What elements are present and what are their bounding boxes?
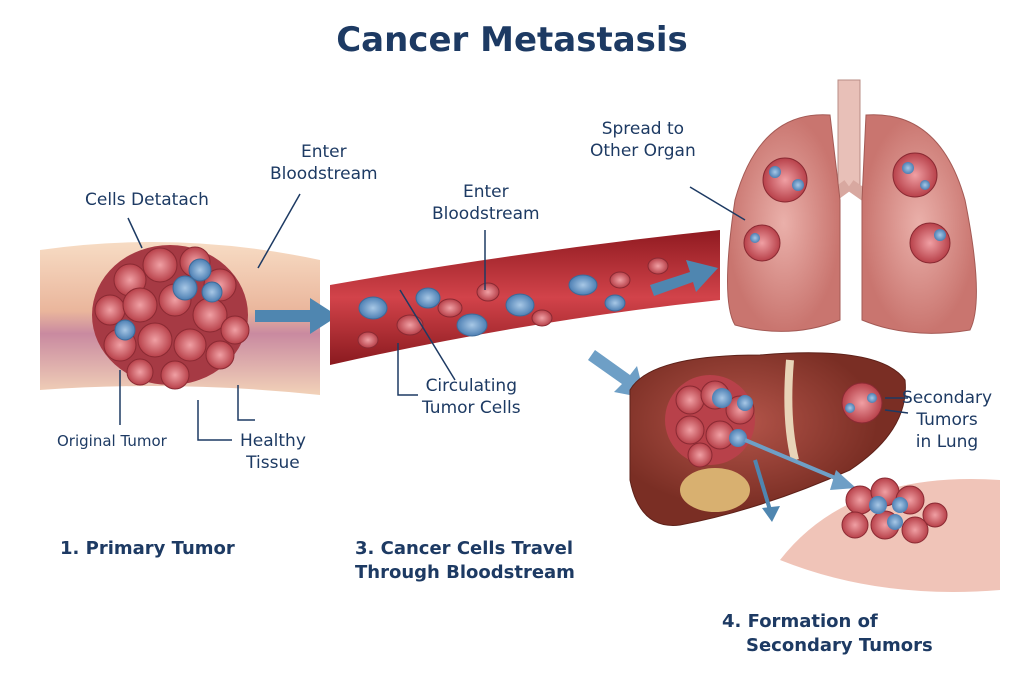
label-healthy-tissue: Healthy Tissue <box>240 430 306 474</box>
label-line: Tissue <box>246 453 300 473</box>
label-line: Tumors <box>916 410 978 430</box>
arrow-to-lungs <box>650 260 718 296</box>
label-line: Enter <box>462 182 509 202</box>
step-1-primary-tumor: 1. Primary Tumor <box>60 538 235 559</box>
step-line: 4. Formation of <box>722 611 878 632</box>
liver <box>629 352 906 526</box>
label-line: Healthy <box>240 431 306 451</box>
step-4-formation: 4. Formation of Secondary Tumors <box>722 610 933 658</box>
label-secondary-tumors-in-lung: Secondary Tumors in Lung <box>902 387 992 453</box>
label-enter-bloodstream-2: Enter Bloodstream <box>432 181 540 225</box>
step-line: 3. Cancer Cells Travel <box>355 538 573 559</box>
label-line: in Lung <box>915 432 979 452</box>
label-line: Secondary <box>902 388 993 408</box>
label-line: Tumor Cells <box>422 398 521 418</box>
secondary-tumor <box>841 477 948 544</box>
label-spread-to-other-organ: Spread to Other Organ <box>590 118 696 162</box>
step-line: Through Bloodstream <box>355 562 575 583</box>
leader-lines <box>119 186 909 441</box>
primary-tumor <box>92 245 250 390</box>
page-title: Cancer Metastasis <box>336 20 688 60</box>
label-line: Enter <box>300 142 347 162</box>
lungs <box>727 79 977 334</box>
label-line: Other Organ <box>590 141 696 161</box>
arrow-to-vessel <box>255 298 338 334</box>
label-line: Bloodstream <box>432 204 540 224</box>
label-original-tumor: Original Tumor <box>57 432 167 450</box>
step-line: Secondary Tumors <box>746 635 933 656</box>
label-circulating-tumor-cells: Circulating Tumor Cells <box>422 375 521 419</box>
label-enter-bloodstream-1: Enter Bloodstream <box>270 141 378 185</box>
label-line: Bloodstream <box>270 164 378 184</box>
label-cells-detach: Cells Detatach <box>85 190 209 210</box>
label-line: Spread to <box>601 119 685 139</box>
step-3-travel: 3. Cancer Cells Travel Through Bloodstre… <box>355 537 575 585</box>
arrow-to-tissue <box>744 438 841 482</box>
circulating-cells <box>357 257 669 349</box>
arrow-to-liver <box>588 350 645 398</box>
label-line: Circulating <box>425 376 517 396</box>
